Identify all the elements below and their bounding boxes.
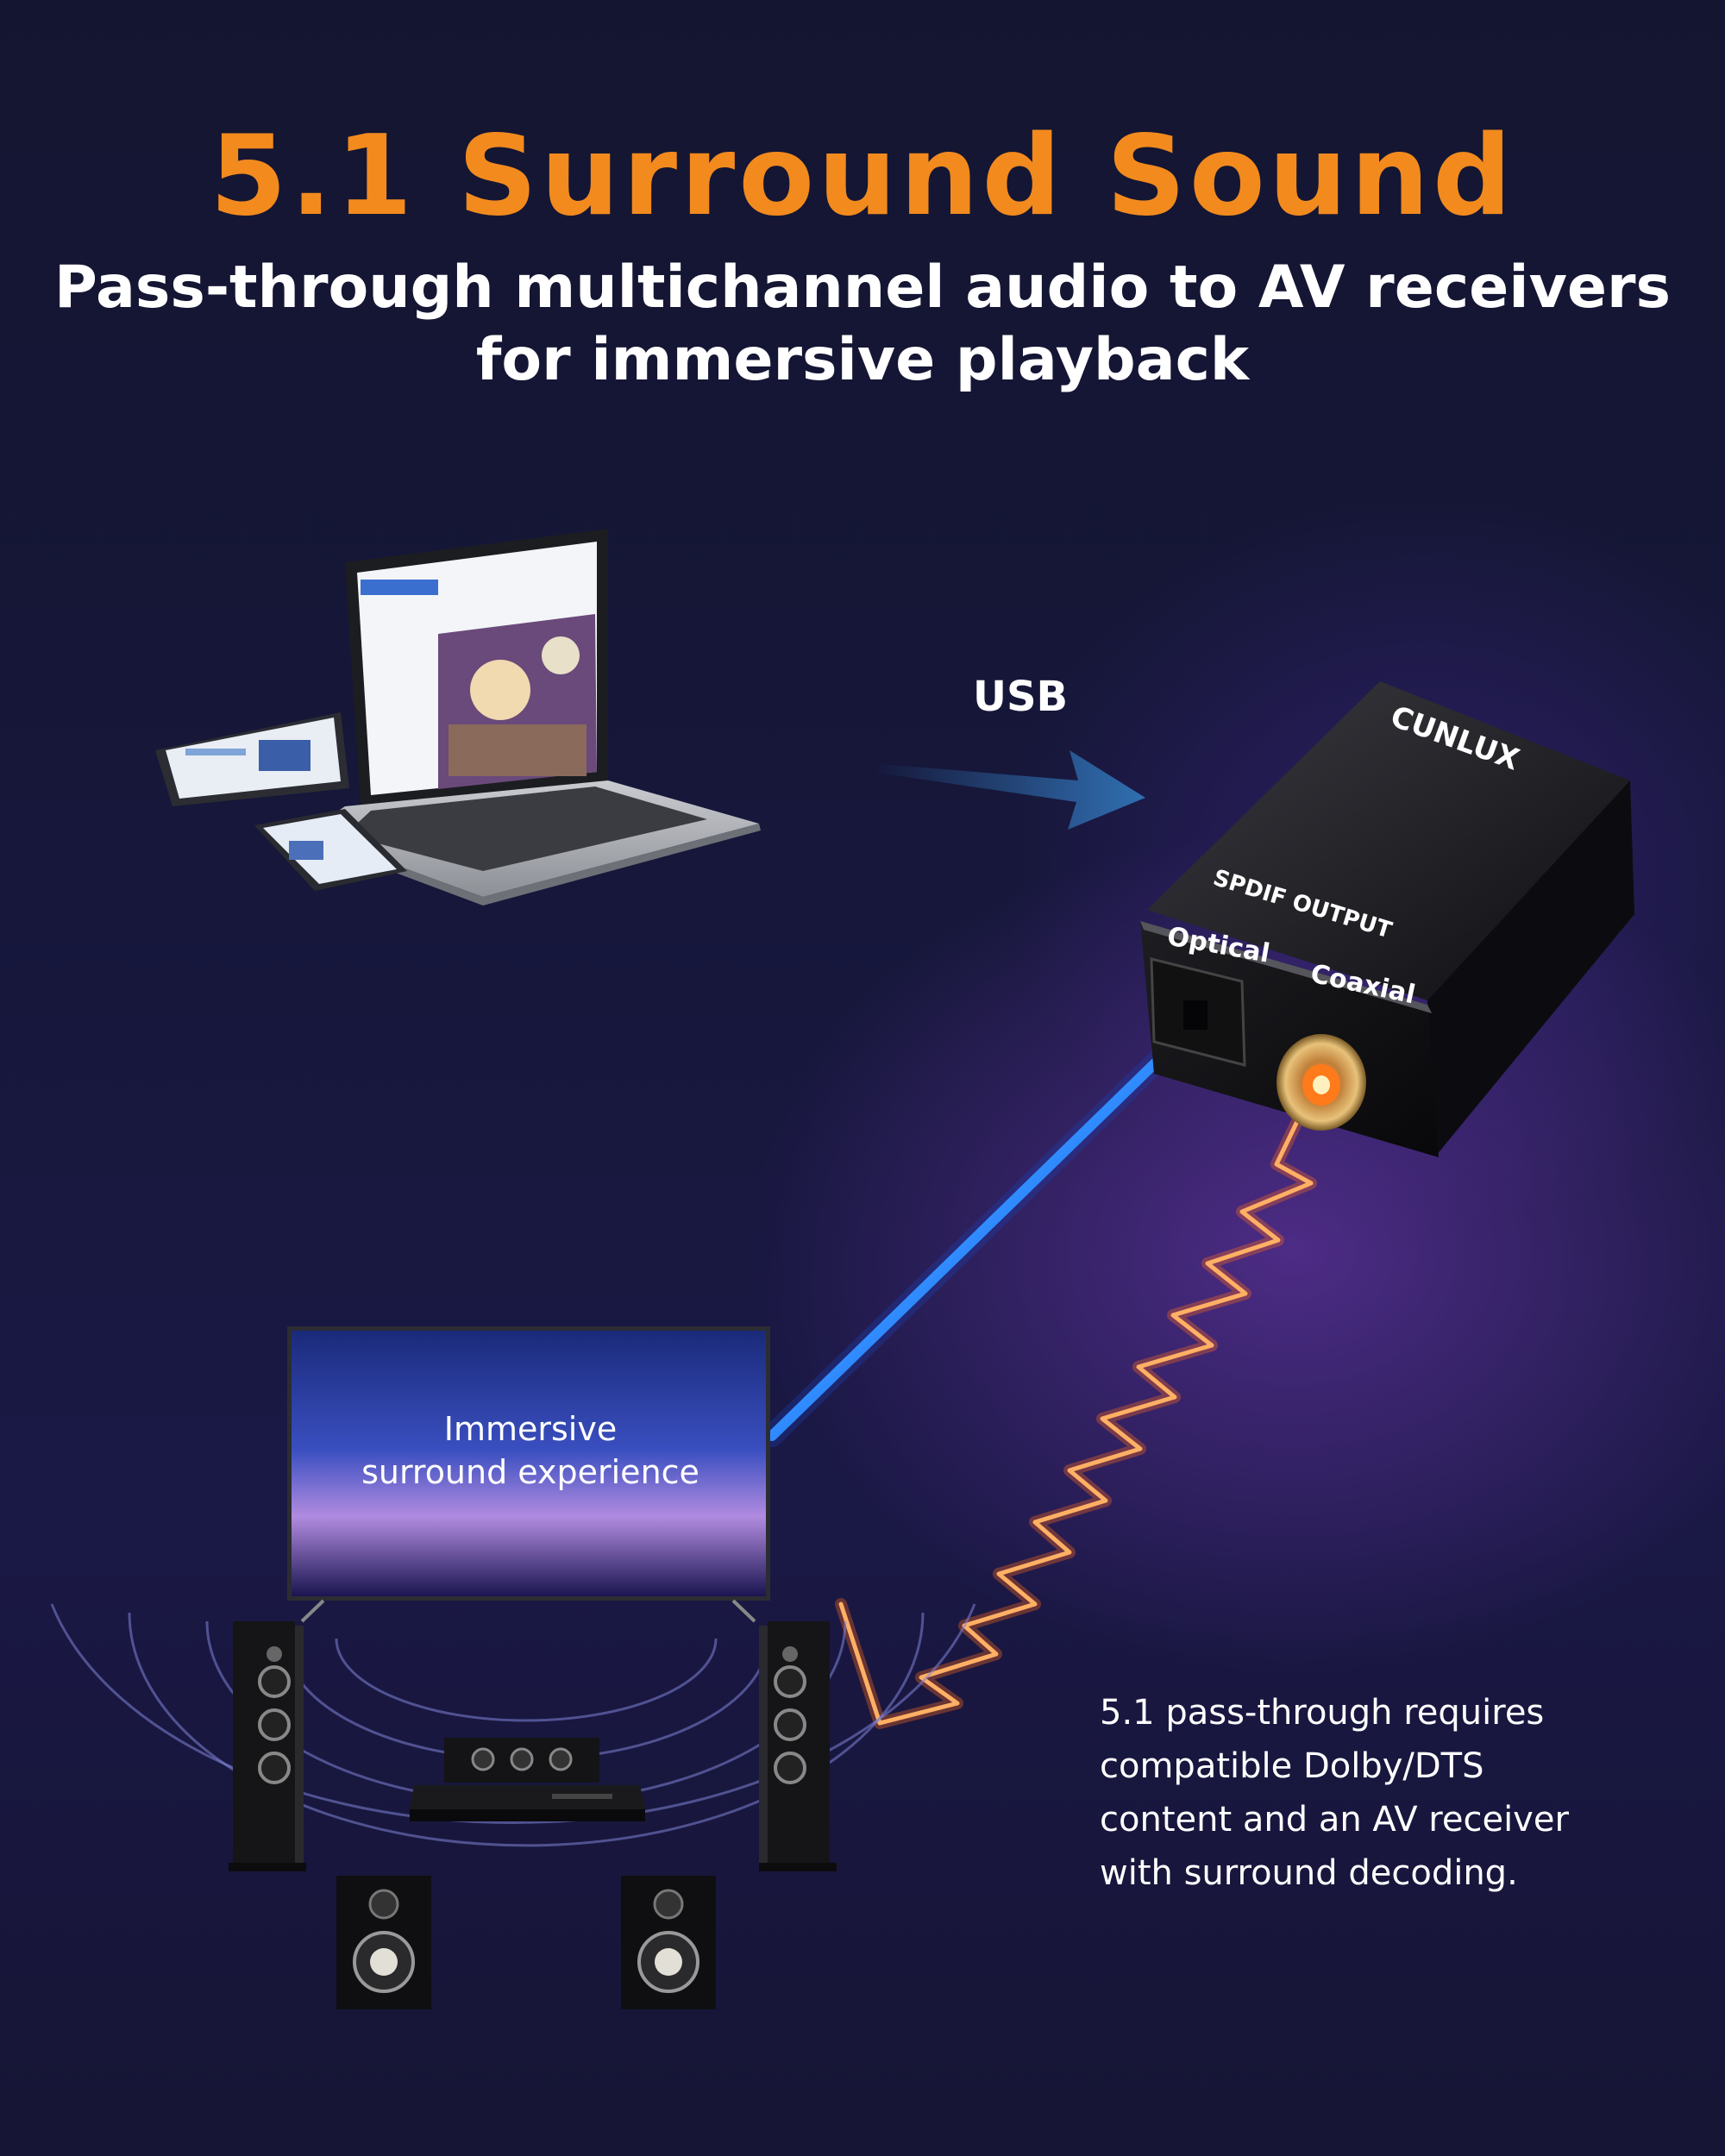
note-line: with surround decoding. xyxy=(1100,1853,1518,1893)
speaker-icon xyxy=(759,1621,837,1871)
speaker-icon xyxy=(336,1876,431,2009)
tv-icon xyxy=(287,1326,770,1623)
phone-icon xyxy=(254,809,407,891)
coaxial-wave xyxy=(835,1108,1317,1729)
note-line: compatible Dolby/DTS xyxy=(1100,1746,1484,1786)
receiver-icon xyxy=(410,1738,645,1821)
speaker-icon xyxy=(229,1621,306,1871)
page-title: 5.1 Surround Sound xyxy=(210,112,1515,241)
dac-device-icon: CUNLUX SPDIF OUTPUT Optical Coaxial xyxy=(1140,681,1634,1157)
tv-caption: Immersive surround experience xyxy=(289,1407,772,1494)
note-line: 5.1 pass-through requires xyxy=(1100,1693,1545,1733)
subtitle-line: for immersive playback xyxy=(475,326,1250,394)
subtitle-line: Pass-through multichannel audio to AV re… xyxy=(53,254,1672,322)
compatibility-note: 5.1 pass-through requires compatible Dol… xyxy=(1100,1686,1634,1900)
page-subtitle: Pass-through multichannel audio to AV re… xyxy=(0,252,1725,397)
tablet-icon xyxy=(155,712,349,806)
usb-label: USB xyxy=(973,673,1069,721)
laptop-icon xyxy=(304,529,761,906)
speaker-icon xyxy=(621,1876,716,2009)
tv-caption-line: Immersive xyxy=(443,1410,618,1448)
tv-caption-line: surround experience xyxy=(361,1453,699,1491)
note-line: content and an AV receiver xyxy=(1100,1800,1569,1839)
usb-arrow-icon xyxy=(871,750,1145,830)
